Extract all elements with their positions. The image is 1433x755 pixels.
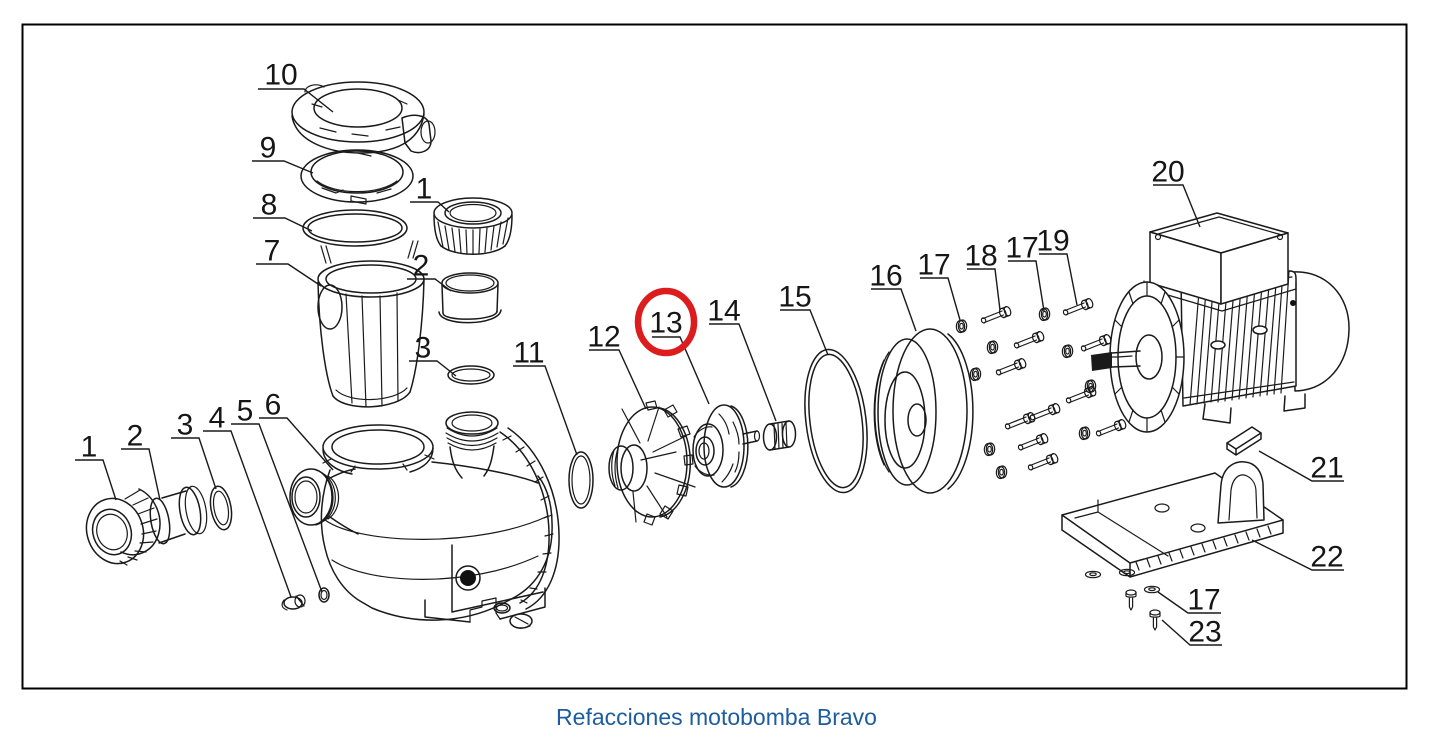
leader-line-21-24 bbox=[1258, 450, 1344, 482]
part-2-adapter-sleeve-top bbox=[438, 272, 502, 324]
part-22-motor-base bbox=[1061, 461, 1284, 578]
caption: Refacciones motobomba Bravo bbox=[556, 704, 877, 730]
leader-line-12-8 bbox=[589, 349, 647, 410]
part-label-23-27: 23 bbox=[1188, 616, 1221, 649]
part-3-oring-left bbox=[209, 485, 233, 531]
leader-line-3-6 bbox=[409, 360, 457, 377]
part-15-body-oring bbox=[804, 348, 868, 494]
part-9-tank-lid bbox=[300, 149, 414, 205]
leader-line-19-16 bbox=[1039, 253, 1078, 306]
part-label-20-17: 20 bbox=[1151, 156, 1184, 189]
part-2-adapter-sleeve-left bbox=[149, 485, 208, 545]
leader-line-22-25 bbox=[1251, 539, 1344, 571]
part-label-11-7: 11 bbox=[513, 337, 544, 370]
part-10-clamp-ring bbox=[291, 81, 436, 154]
part-4-drain-plug bbox=[281, 594, 306, 611]
leader-line-5-22 bbox=[231, 423, 323, 593]
part-6-pump-body bbox=[281, 411, 560, 629]
part-label-18-14: 18 bbox=[964, 240, 997, 273]
leader-line-16-12 bbox=[871, 288, 917, 332]
motor-front-flange bbox=[1091, 281, 1185, 433]
leader-line-14-10 bbox=[709, 323, 777, 422]
part-label-7-4: 7 bbox=[264, 235, 281, 268]
part-21-shaft-key bbox=[1226, 426, 1262, 456]
part-23-screw bbox=[1149, 609, 1161, 631]
leader-line-15-11 bbox=[780, 309, 829, 356]
part-label-17-15: 17 bbox=[1005, 232, 1038, 265]
leader-line-10-0 bbox=[258, 88, 334, 113]
bolt-washers bbox=[955, 307, 1097, 480]
highlight-circle-part-13 bbox=[634, 287, 698, 357]
part-label-5-22: 5 bbox=[237, 395, 254, 428]
part-3-oring-top bbox=[447, 365, 495, 385]
part-label-19-16: 19 bbox=[1036, 225, 1069, 258]
leader-line-11-7 bbox=[513, 365, 578, 456]
diagram-border bbox=[21, 23, 1408, 690]
leader-line-20-17 bbox=[1153, 184, 1201, 228]
part-label-15-11: 15 bbox=[778, 281, 811, 314]
leader-line-6-23 bbox=[259, 417, 334, 471]
part-13-impeller bbox=[692, 404, 761, 488]
part-7-strainer-basket bbox=[317, 240, 425, 408]
part-label-16-12: 16 bbox=[869, 260, 902, 293]
leader-line-13-9 bbox=[652, 336, 710, 405]
part-label-8-2: 8 bbox=[261, 189, 278, 222]
part-label-1-18: 1 bbox=[81, 431, 98, 464]
part-1-union-nut-left bbox=[85, 488, 161, 566]
leader-line-18-14 bbox=[967, 268, 1001, 311]
part-label-6-23: 6 bbox=[265, 389, 282, 422]
leader-line-1-3 bbox=[410, 201, 450, 213]
leader-line-17-26 bbox=[1157, 591, 1221, 614]
part-14-mechanical-seal bbox=[762, 420, 797, 451]
part-label-9-1: 9 bbox=[260, 132, 277, 165]
part-8-lid-oring bbox=[302, 209, 408, 247]
bottom-drain-plug bbox=[509, 613, 533, 629]
mounting-bolts bbox=[980, 297, 1128, 472]
leader-line-9-1 bbox=[252, 160, 314, 174]
part-label-17-13: 17 bbox=[917, 249, 950, 282]
part-20-motor bbox=[1091, 212, 1350, 433]
part-label-3-6: 3 bbox=[415, 332, 432, 365]
leader-line-2-19 bbox=[121, 448, 161, 501]
part-11-oring bbox=[568, 451, 594, 509]
leader-line-1-18 bbox=[75, 459, 117, 501]
leader-line-4-21 bbox=[203, 430, 292, 598]
part-label-2-19: 2 bbox=[127, 420, 144, 453]
part-label-14-10: 14 bbox=[707, 295, 740, 328]
part-label-10-0: 10 bbox=[264, 59, 297, 92]
part-label-12-8: 12 bbox=[587, 321, 620, 354]
part-17-washer bbox=[1143, 585, 1161, 594]
leader-line-2-5 bbox=[407, 278, 452, 292]
part-12-diffuser bbox=[608, 400, 696, 526]
part-label-21-24: 21 bbox=[1310, 452, 1343, 485]
part-label-17-26: 17 bbox=[1187, 584, 1220, 617]
leader-line-3-20 bbox=[171, 437, 217, 490]
leader-line-17-15 bbox=[1008, 260, 1045, 312]
part-label-1-3: 1 bbox=[416, 173, 433, 206]
motor-rear-bell bbox=[1292, 271, 1350, 392]
leader-line-8-2 bbox=[253, 217, 313, 232]
leader-line-23-27 bbox=[1161, 619, 1222, 646]
leader-line-17-13 bbox=[920, 277, 961, 321]
part-label-13-9: 13 bbox=[649, 307, 682, 340]
motor-terminal-box bbox=[1143, 212, 1297, 312]
part-label-4-21: 4 bbox=[209, 402, 226, 435]
part-1-union-nut-top bbox=[433, 197, 513, 255]
part-label-22-25: 22 bbox=[1310, 541, 1343, 574]
part-5-plug-washer bbox=[318, 587, 330, 603]
leader-line-7-4 bbox=[256, 263, 322, 287]
base-fasteners bbox=[1084, 568, 1161, 631]
part-16-seal-plate bbox=[873, 328, 974, 494]
bottom-drain-oring bbox=[493, 602, 511, 614]
part-label-3-20: 3 bbox=[177, 409, 194, 442]
part-label-2-5: 2 bbox=[413, 250, 430, 283]
